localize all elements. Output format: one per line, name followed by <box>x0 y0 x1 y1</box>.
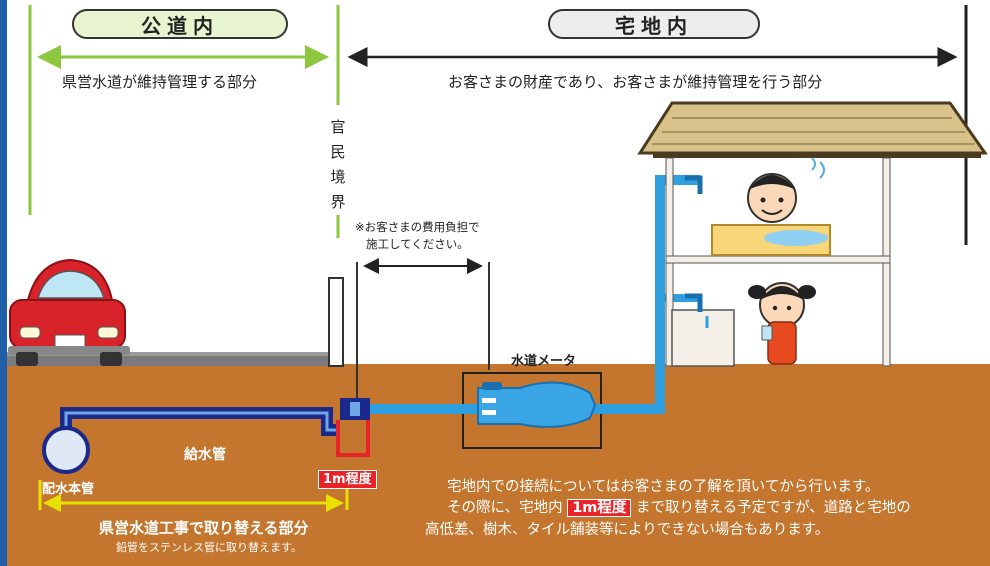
boundary-char: 民 <box>330 143 346 161</box>
zone-private-pill: 宅地内 <box>548 9 760 39</box>
zone-public-pill: 公道内 <box>72 9 288 39</box>
zone-private-title: 宅地内 <box>615 13 693 38</box>
zone-public-title: 公道内 <box>141 13 219 38</box>
child-drinking-illustration <box>748 282 816 365</box>
info-line1: 宅地内での接続についてはお客さまの了解を頂いてから行います。 <box>447 479 880 495</box>
boundary-char: 界 <box>330 193 346 211</box>
water-main-label: 配水本管 <box>42 482 95 497</box>
info-line2-badge: 1m程度 <box>567 499 632 517</box>
zone-private-desc: お客さまの財産であり、お客さまが維持管理を行う部分 <box>448 73 823 91</box>
supply-pipe-label: 給水管 <box>184 447 226 463</box>
info-line3: 高低差、樹木、タイル舗装等によりできない場合もあります。 <box>425 522 830 538</box>
info-line2: その際に、宅地内 1m程度 まで取り替える予定ですが、道路と宅地の <box>447 496 911 517</box>
cost-note-line1: ※お客さまの費用負担で <box>355 220 480 234</box>
boundary-wall <box>328 277 344 367</box>
boundary-label: 官 民 境 界 <box>329 115 347 215</box>
zone-public-desc: 県営水道が維持管理する部分 <box>62 73 258 91</box>
replace-section-title: 県営水道工事で取り替える部分 <box>99 519 309 537</box>
water-main <box>42 426 90 474</box>
house-illustration <box>637 101 988 367</box>
water-meter <box>477 381 597 428</box>
meter-label: 水道メータ <box>511 354 577 369</box>
info-line2-post: まで取り替える予定ですが、道路と宅地の <box>636 500 911 516</box>
boundary-char: 境 <box>330 168 346 186</box>
cost-note-line2: 施工してください。 <box>366 237 469 251</box>
sidewalk <box>7 355 337 366</box>
replace-length-badge: 1m程度 <box>318 470 377 489</box>
child-bathing-illustration <box>711 157 831 256</box>
car-illustration <box>8 258 130 366</box>
sidewalk-curb <box>7 352 337 356</box>
replace-section-sub: 鉛管をステンレス管に取り替えます。 <box>116 541 302 554</box>
info-line2-pre: その際に、宅地内 <box>447 500 563 516</box>
replace-1m-bracket <box>336 420 370 457</box>
boundary-char: 官 <box>330 118 346 136</box>
left-frame-bar <box>0 0 7 566</box>
